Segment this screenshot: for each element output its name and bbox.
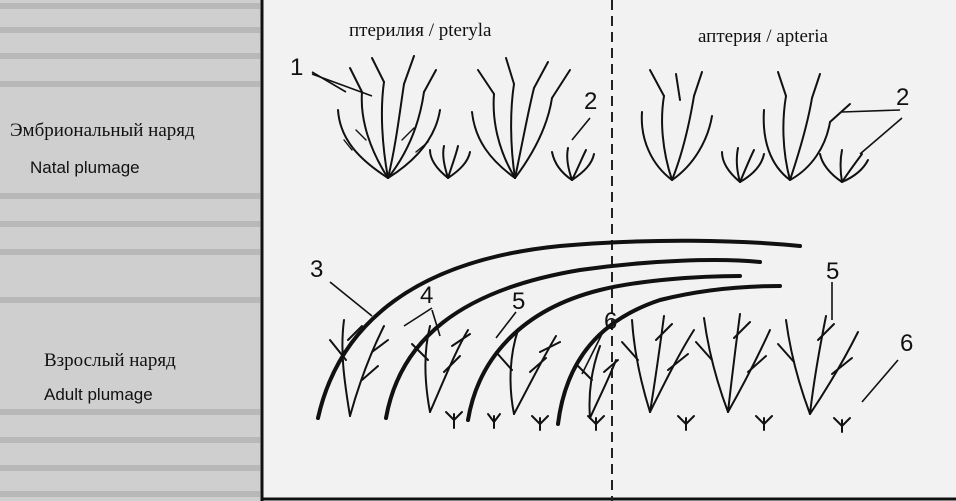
callout-2-right: 2 bbox=[896, 84, 909, 112]
callout-1: 1 bbox=[290, 54, 303, 82]
adult-plumage-en-label: Adult plumage bbox=[44, 385, 153, 405]
callout-4: 4 bbox=[420, 282, 433, 310]
callout-3: 3 bbox=[310, 256, 323, 284]
callout-6-right: 6 bbox=[900, 330, 913, 358]
figure-panel bbox=[262, 0, 956, 501]
adult-plumage-ru-label: Взрослый наряд bbox=[44, 350, 176, 372]
callout-5-right: 5 bbox=[826, 258, 839, 286]
callout-6-left: 6 bbox=[604, 308, 617, 336]
apteria-header: аптерия / apteria bbox=[698, 26, 828, 48]
callout-2-left: 2 bbox=[584, 88, 597, 116]
natal-plumage-en-label: Natal plumage bbox=[30, 158, 140, 178]
natal-plumage-ru-label: Эмбриональный наряд bbox=[10, 120, 195, 142]
pteryla-header: птерилия / pteryla bbox=[349, 20, 492, 42]
callout-5-left: 5 bbox=[512, 288, 525, 316]
